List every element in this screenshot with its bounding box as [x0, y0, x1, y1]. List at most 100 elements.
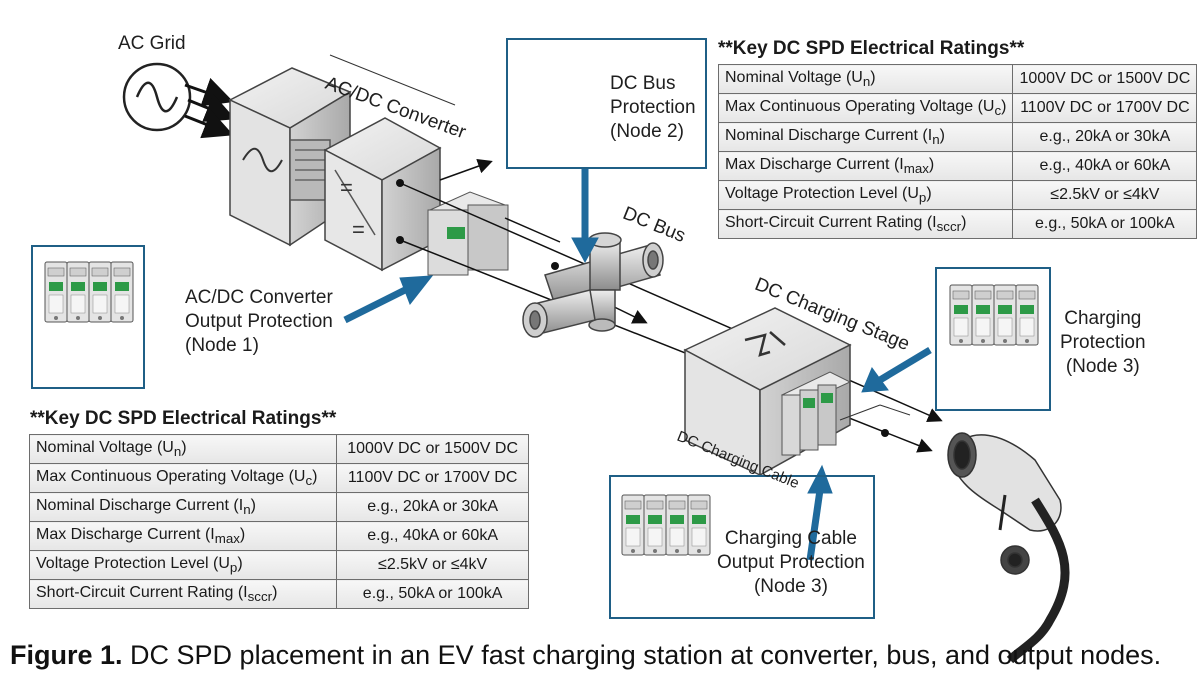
ratings-param-cell: Max Discharge Current (Imax)	[28, 521, 338, 551]
figure-caption: Figure 1. DC SPD placement in an EV fast…	[10, 640, 1161, 671]
ratings-param-cell: Short-Circuit Current Rating (Isccr)	[717, 209, 1014, 239]
ratings-param-tail: )	[928, 155, 935, 173]
node2-label-line2: Protection	[610, 97, 696, 118]
ratings-param-cell: Nominal Discharge Current (In)	[717, 122, 1014, 152]
node3-spd-module	[780, 371, 852, 456]
ratings-param-subscript: max	[214, 531, 240, 547]
ratings-param-text: Max Discharge Current (I	[725, 155, 904, 173]
ratings-param-text: Max Discharge Current (I	[36, 525, 215, 543]
ratings-param-tail: )	[250, 496, 256, 514]
node2-callout-box	[506, 38, 707, 169]
ratings-param-text: Voltage Protection Level (U	[725, 184, 919, 202]
ratings-value-cell: 1000V DC or 1500V DC	[1012, 64, 1198, 94]
ratings-table-bottom: Nominal Voltage (Un)1000V DC or 1500V DC…	[28, 434, 529, 609]
ratings-param-subscript: p	[918, 190, 927, 206]
node2-label-line1: DC Bus	[610, 73, 676, 94]
ratings-row: Nominal Voltage (Un)1000V DC or 1500V DC	[717, 64, 1198, 94]
ratings-param-text: Nominal Discharge Current (I	[36, 496, 244, 514]
ratings-param-cell: Voltage Protection Level (Up)	[28, 550, 338, 580]
dc-bus-pipe	[522, 232, 664, 338]
ratings-row: Max Discharge Current (Imax)e.g., 40kA o…	[717, 151, 1198, 181]
ratings-param-tail: )	[870, 68, 876, 86]
cable-protection-line3: (Node 3)	[753, 576, 828, 597]
node2-label: DC Bus Protection (Node 2)	[610, 72, 696, 144]
node1-label-line2: Output Protection	[185, 311, 333, 332]
ratings-param-tail: )	[312, 467, 318, 485]
ratings-row: Voltage Protection Level (Up)≤2.5kV or ≤…	[28, 550, 529, 580]
ratings-param-tail: )	[272, 583, 278, 601]
node1-callout-box	[31, 245, 145, 389]
ratings-param-text: Nominal Voltage (U	[725, 68, 863, 86]
ratings-param-text: Nominal Discharge Current (I	[725, 126, 933, 144]
figure-caption-text: DC SPD placement in an EV fast charging …	[122, 640, 1162, 670]
ratings-param-text: Max Continuous Operating Voltage (U	[725, 97, 995, 115]
ac-grid-source-icon	[122, 62, 192, 132]
ratings-row: Nominal Discharge Current (In)e.g., 20kA…	[28, 492, 529, 522]
ratings-row: Voltage Protection Level (Up)≤2.5kV or ≤…	[717, 180, 1198, 210]
ratings-table-title-top: **Key DC SPD Electrical Ratings**	[718, 38, 1025, 59]
charging-protection-callout-box	[935, 267, 1051, 411]
node1-label: AC/DC Converter Output Protection (Node …	[185, 286, 333, 358]
ratings-value-cell: 1100V DC or 1700V DC	[1012, 93, 1198, 123]
ratings-param-cell: Max Discharge Current (Imax)	[717, 151, 1014, 181]
ratings-param-tail: )	[926, 184, 932, 202]
bus-junction-dots	[396, 179, 889, 437]
acdc-converter-leader	[329, 54, 456, 106]
ratings-param-text: Nominal Voltage (U	[36, 438, 174, 456]
ratings-table-top: Nominal Voltage (Un)1000V DC or 1500V DC…	[717, 64, 1198, 239]
ratings-row: Nominal Voltage (Un)1000V DC or 1500V DC	[28, 434, 529, 464]
ratings-value-cell: ≤2.5kV or ≤4kV	[1012, 180, 1198, 210]
ratings-param-cell: Max Continuous Operating Voltage (Uc)	[28, 463, 338, 493]
ratings-value-cell: e.g., 40kA or 60kA	[1012, 151, 1198, 181]
ratings-param-cell: Nominal Voltage (Un)	[717, 64, 1014, 94]
ratings-param-tail: )	[237, 554, 243, 572]
svg-text:=: =	[340, 175, 353, 200]
charging-protection-label: Charging Protection (Node 3)	[1060, 307, 1146, 379]
svg-text:=: =	[352, 217, 365, 242]
node2-label-line3: (Node 2)	[610, 121, 684, 142]
charging-protection-line3: (Node 3)	[1065, 356, 1140, 377]
ratings-value-cell: 1000V DC or 1500V DC	[336, 434, 529, 464]
ratings-value-cell: e.g., 20kA or 30kA	[1012, 122, 1198, 152]
ratings-param-subscript: n	[173, 444, 182, 460]
ratings-param-subscript: c	[305, 473, 313, 489]
ratings-param-tail: )	[961, 213, 967, 231]
acdc-converter-block: = =	[228, 67, 442, 272]
ratings-param-subscript: sccr	[247, 589, 273, 605]
ratings-row: Max Discharge Current (Imax)e.g., 40kA o…	[28, 521, 529, 551]
ratings-value-cell: 1100V DC or 1700V DC	[336, 463, 529, 493]
ac-input-arrows	[184, 77, 236, 139]
charging-protection-line2: Protection	[1060, 332, 1146, 353]
figure-caption-prefix: Figure 1.	[10, 640, 123, 670]
ratings-param-subscript: n	[932, 132, 940, 148]
cable-dimension-line	[839, 404, 881, 421]
ratings-param-cell: Short-Circuit Current Rating (Isccr)	[28, 579, 338, 609]
ratings-param-subscript: c	[994, 103, 1002, 119]
ratings-row: Short-Circuit Current Rating (Isccr)e.g.…	[28, 579, 529, 609]
ac-grid-label: AC Grid	[118, 33, 186, 54]
ratings-value-cell: e.g., 50kA or 100kA	[1012, 209, 1198, 239]
cable-protection-line2: Output Protection	[717, 552, 865, 573]
ratings-value-cell: e.g., 40kA or 60kA	[336, 521, 529, 551]
ratings-param-cell: Voltage Protection Level (Up)	[717, 180, 1014, 210]
cable-protection-label: Charging Cable Output Protection (Node 3…	[717, 527, 865, 599]
cable-protection-callout-box	[609, 475, 875, 619]
ratings-row: Max Continuous Operating Voltage (Uc)110…	[717, 93, 1198, 123]
ratings-param-subscript: n	[862, 74, 871, 90]
node1-label-line3: (Node 1)	[185, 335, 259, 356]
ratings-param-cell: Max Continuous Operating Voltage (Uc)	[717, 93, 1014, 123]
ratings-param-text: Short-Circuit Current Rating (I	[36, 583, 248, 601]
ratings-param-tail: )	[239, 525, 246, 543]
ev-charging-connector-icon	[947, 432, 1070, 664]
ratings-param-subscript: n	[243, 502, 251, 518]
cable-protection-line1: Charging Cable	[724, 528, 857, 549]
ratings-row: Max Continuous Operating Voltage (Uc)110…	[28, 463, 529, 493]
ratings-value-cell: ≤2.5kV or ≤4kV	[336, 550, 529, 580]
protection-arrows	[343, 165, 932, 561]
ratings-param-subscript: p	[229, 560, 238, 576]
ratings-value-cell: e.g., 50kA or 100kA	[336, 579, 529, 609]
ratings-param-tail: )	[1001, 97, 1007, 115]
ratings-row: Nominal Discharge Current (In)e.g., 20kA…	[717, 122, 1198, 152]
ratings-param-tail: )	[939, 126, 945, 144]
ratings-param-cell: Nominal Voltage (Un)	[28, 434, 338, 464]
